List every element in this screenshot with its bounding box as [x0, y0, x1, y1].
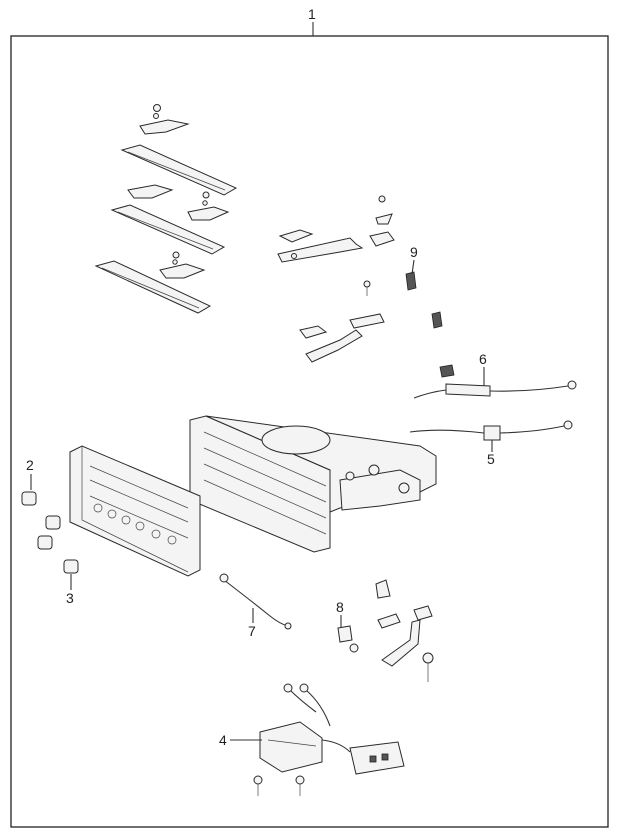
callout-2[interactable]: 2 [26, 457, 34, 490]
callout-9-label: 9 [410, 244, 418, 260]
bulb-and-bracket-parts [337, 579, 434, 682]
assembly-frame [10, 35, 609, 828]
callout-1-label: 1 [308, 6, 316, 22]
callout-6-label: 6 [479, 351, 487, 367]
callout-1[interactable]: 1 [308, 6, 316, 36]
callout-2-label: 2 [26, 457, 34, 473]
link-arm-parts [277, 195, 443, 363]
callout-4-label: 4 [219, 732, 227, 748]
callout-3[interactable]: 3 [66, 574, 74, 606]
front-panel [69, 445, 201, 577]
callout-6[interactable]: 6 [479, 351, 487, 386]
callout-4[interactable]: 4 [219, 732, 262, 748]
callout-7[interactable]: 7 [248, 608, 256, 639]
callout-5-label: 5 [487, 451, 495, 467]
control-module [253, 683, 405, 796]
callout-3-label: 3 [66, 590, 74, 606]
control-cables [409, 364, 577, 441]
callout-7-label: 7 [248, 623, 256, 639]
heater-control-housing [189, 415, 437, 553]
knob-parts [21, 491, 79, 574]
callout-8[interactable]: 8 [336, 599, 344, 628]
callout-8-label: 8 [336, 599, 344, 615]
callout-9[interactable]: 9 [410, 244, 418, 275]
lever-slider-parts [94, 104, 238, 314]
callout-5[interactable]: 5 [487, 440, 495, 467]
bulb-harness [219, 573, 292, 630]
